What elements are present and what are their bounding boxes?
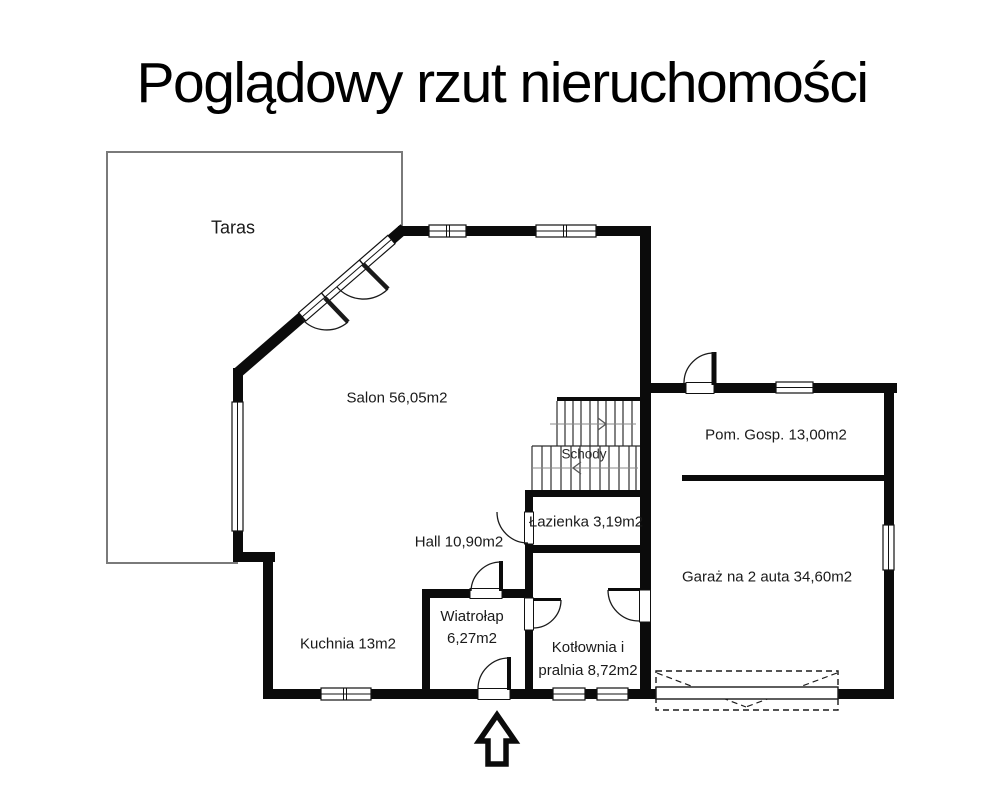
door-entrance	[477, 657, 511, 700]
entrance-arrow-icon	[473, 710, 521, 767]
room-label-kotlownia-line2: pralnia 8,72m2	[538, 662, 638, 679]
walls	[233, 226, 897, 699]
windows	[231, 224, 895, 701]
room-label-kotlownia: Kotłownia i pralnia 8,72m2	[538, 636, 637, 682]
window-salon-left	[231, 401, 244, 532]
room-label-kuchnia: Kuchnia 13m2	[300, 635, 396, 653]
room-label-pom-gosp: Pom. Gosp. 13,00m2	[705, 426, 847, 444]
room-label-hall: Hall 10,90m2	[414, 533, 504, 551]
window-garage-right	[882, 524, 895, 571]
room-label-lazienka: Łazienka 3,19m2	[528, 513, 644, 531]
page-title: Poglądowy rzut nieruchomości	[136, 51, 869, 115]
terrace-doors	[301, 262, 390, 331]
door-wiatrolap-hall	[469, 561, 503, 599]
terrace-outline	[106, 151, 403, 564]
stairs	[531, 397, 640, 490]
room-label-wiatrolap-line2: 6,27m2	[446, 630, 498, 647]
door-lazienka	[496, 511, 534, 545]
room-label-wiatrolap-line1: Wiatrołap	[440, 608, 504, 625]
room-label-salon: Salon 56,05m2	[346, 389, 448, 407]
window-kotlownia-2	[596, 687, 629, 701]
garage-door	[655, 670, 839, 711]
room-label-wiatrolap: Wiatrołap 6,27m2	[440, 606, 503, 650]
door-pom-gosp-exterior	[683, 352, 717, 394]
room-label-taras: Taras	[210, 217, 256, 238]
door-kotlownia-hall	[524, 597, 562, 631]
window-kuchnia	[320, 687, 372, 701]
window-salon-top-left	[428, 224, 467, 238]
doors	[469, 352, 717, 700]
window-kotlownia-1	[552, 687, 586, 701]
window-salon-top-right	[535, 224, 597, 238]
door-kotlownia-garage	[607, 588, 651, 623]
diagonal-glazing	[297, 234, 396, 322]
room-label-schody: Schody	[561, 446, 607, 462]
window-pom-gosp	[775, 381, 814, 394]
room-label-garaz: Garaż na 2 auta 34,60m2	[681, 568, 853, 586]
garage-pomgosp-divider-wall	[682, 475, 894, 481]
room-label-kotlownia-line1: Kotłownia i	[551, 639, 625, 656]
